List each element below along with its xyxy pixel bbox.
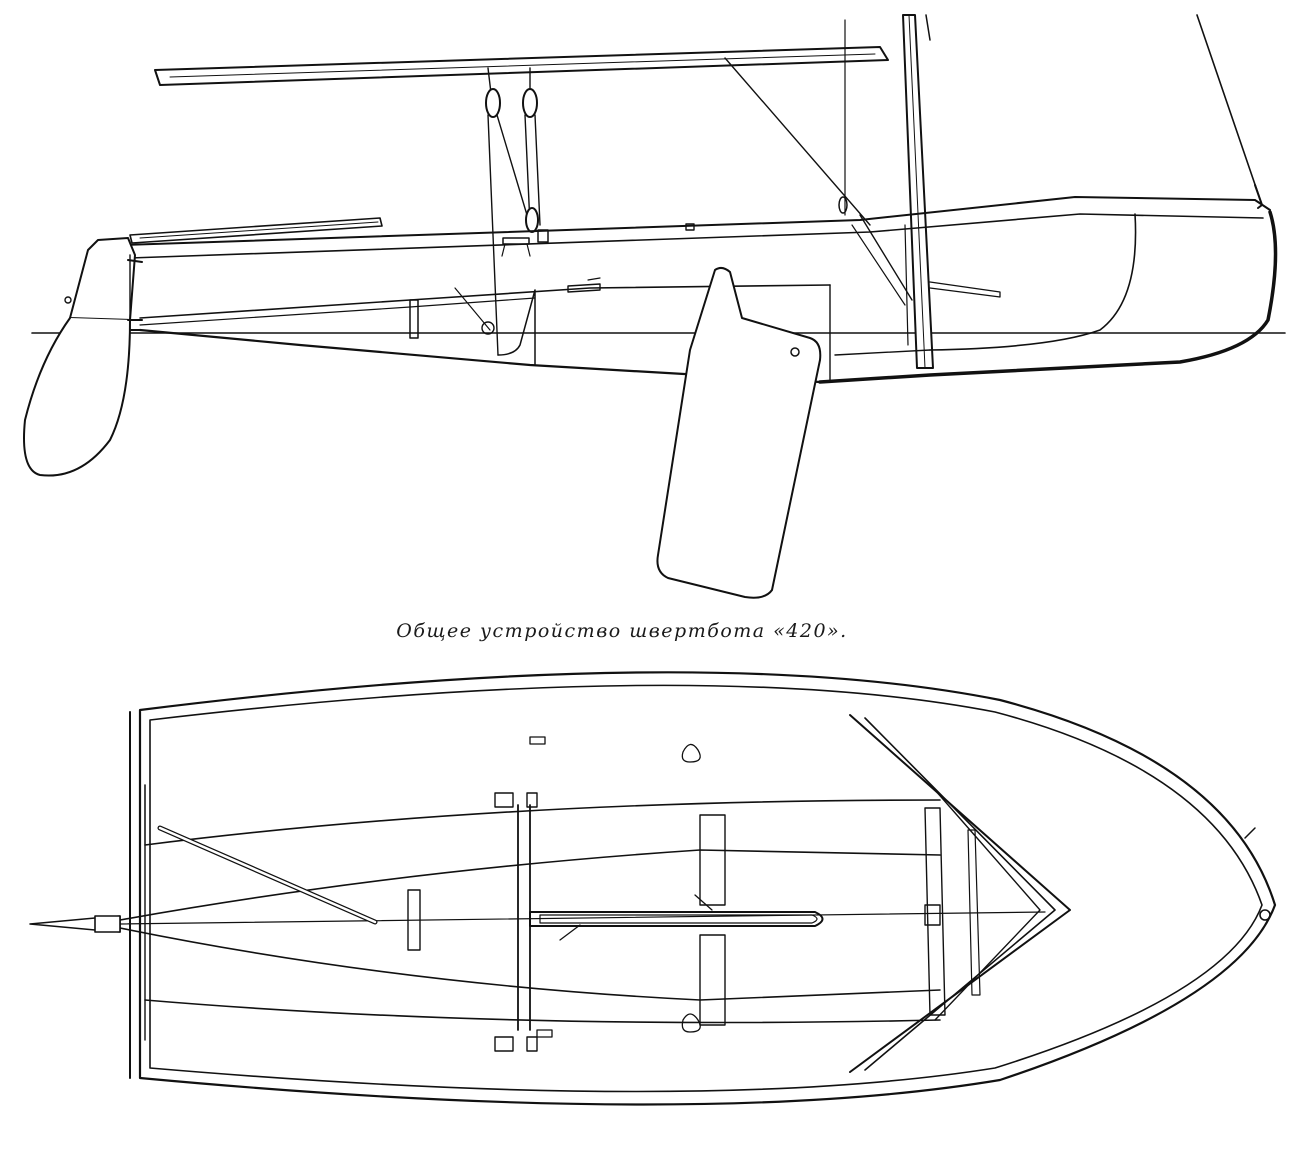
rudder-blade bbox=[24, 318, 130, 476]
fairlead-top-2 bbox=[682, 744, 700, 762]
centerboard-case bbox=[498, 290, 535, 365]
traveller-cleat bbox=[503, 238, 529, 244]
mast-partner bbox=[925, 808, 945, 1015]
cleat-top bbox=[495, 793, 513, 807]
boom-inner-line bbox=[170, 54, 875, 77]
hull-keel bbox=[140, 330, 820, 382]
tiller-head bbox=[95, 916, 120, 932]
bow-eye bbox=[1260, 910, 1270, 920]
mast-partner-2 bbox=[968, 830, 980, 995]
mainsheet-block-2 bbox=[523, 89, 537, 117]
mast-track-line bbox=[909, 15, 925, 368]
fairlead-top-1 bbox=[530, 737, 545, 744]
cleat-mark-a bbox=[560, 925, 580, 940]
cleat-top-2 bbox=[527, 793, 537, 807]
traveller-leg-1 bbox=[502, 244, 505, 256]
bow-tube bbox=[930, 282, 1000, 297]
mainsheet-line-3 bbox=[488, 115, 498, 355]
side-elevation-view bbox=[24, 15, 1285, 598]
centerboard-slot-inner bbox=[540, 915, 817, 923]
cleat-mark bbox=[588, 278, 600, 280]
centerline-axis bbox=[120, 912, 1045, 924]
frame-fwd-lower bbox=[700, 935, 725, 1025]
rudder-pin bbox=[65, 297, 71, 303]
hull-bow bbox=[820, 212, 1276, 382]
frame-fwd bbox=[700, 815, 725, 905]
rail-stanchion bbox=[410, 300, 418, 338]
centerboard-slot bbox=[530, 912, 823, 926]
mainsheet-lower-block bbox=[526, 208, 538, 232]
plan-view bbox=[30, 672, 1275, 1104]
foredeck-edge-2 bbox=[835, 350, 930, 355]
mainsheet-block-1 bbox=[486, 89, 500, 117]
hull-sheer bbox=[125, 197, 1270, 245]
foredeck-v-outer bbox=[850, 715, 1070, 1072]
foredeck-v-inner bbox=[865, 718, 1055, 1070]
shroud-fitting bbox=[839, 197, 847, 213]
centerboard-pivot bbox=[791, 348, 799, 356]
cleat-bottom-2 bbox=[527, 1037, 537, 1051]
foredeck-v-core bbox=[935, 790, 1040, 1020]
rudder-head bbox=[70, 238, 135, 320]
hiking-strap-ring bbox=[482, 322, 494, 334]
forestay bbox=[1197, 15, 1262, 205]
mainsheet-line-5 bbox=[525, 115, 530, 225]
mast bbox=[903, 15, 933, 368]
foredeck-edge bbox=[930, 214, 1136, 350]
mainsheet-line-4 bbox=[497, 115, 530, 225]
mainsheet-line-6 bbox=[535, 115, 540, 225]
cleat-mark-b bbox=[695, 895, 712, 910]
hull-inner-rail bbox=[150, 685, 1262, 1091]
aft-thwart bbox=[408, 890, 420, 950]
side-tank-port bbox=[145, 800, 940, 845]
mast-step bbox=[925, 905, 940, 925]
tiller-diag-inner bbox=[160, 828, 375, 922]
cleat-bottom bbox=[495, 1037, 513, 1051]
cleat-small bbox=[568, 284, 600, 292]
centerboard bbox=[657, 268, 820, 598]
vang-lower bbox=[860, 215, 912, 300]
traveller-leg-2 bbox=[527, 244, 530, 256]
fairlead-bottom-1 bbox=[537, 1030, 552, 1037]
hull-deck-line bbox=[130, 214, 1263, 258]
side-tank-stbd bbox=[145, 1000, 940, 1023]
centerline-upper bbox=[120, 850, 940, 920]
figure-caption: Общее устройство швертбота «420». bbox=[396, 620, 848, 642]
boom-vang bbox=[725, 58, 870, 225]
fairlead-bottom-2 bbox=[682, 1014, 700, 1032]
tiller-inner bbox=[140, 222, 378, 238]
centerline-lower bbox=[120, 928, 940, 1000]
mast-top-thin bbox=[926, 15, 930, 40]
mast-step-line bbox=[905, 225, 908, 345]
vang-lower-2 bbox=[852, 225, 905, 305]
inner-rail-2 bbox=[140, 298, 535, 325]
deck-fitting-1 bbox=[686, 224, 694, 230]
dash-mark bbox=[1245, 828, 1255, 838]
hull-outline bbox=[140, 672, 1275, 1104]
